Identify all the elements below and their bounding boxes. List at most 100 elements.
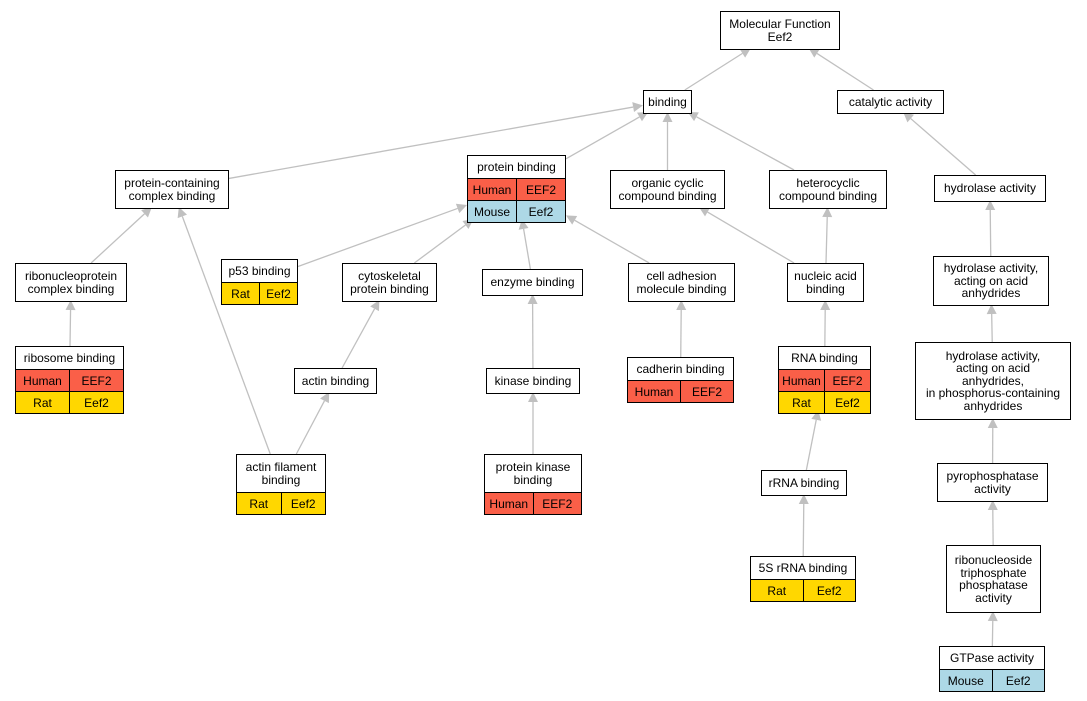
gene-cell: Eef2 — [991, 670, 1044, 691]
go-term-pyrophosphatase-activity[interactable]: pyrophosphatase activity — [937, 463, 1048, 502]
edge-ribosome-to-rnpcb — [69, 309, 72, 347]
edge-cytopb-to-pb — [413, 224, 466, 264]
go-term-nucleic-acid-binding[interactable]: nucleic acid binding — [787, 263, 864, 302]
go-term-actin-binding[interactable]: actin binding — [294, 368, 377, 394]
gene-cell: EEF2 — [69, 370, 123, 391]
go-term-heterocyclic-compound-binding[interactable]: heterocyclic compound binding — [769, 170, 887, 209]
term-label: ribonucleoprotein complex binding — [24, 269, 118, 296]
edge-actinfil-to-actin — [295, 400, 326, 455]
arrowhead — [798, 494, 809, 505]
go-term-rrna-binding[interactable]: rRNA binding — [761, 470, 847, 496]
arrowhead — [986, 304, 997, 315]
arrowhead — [676, 300, 687, 311]
edge-pcb-to-binding — [228, 106, 634, 180]
term-label: pyrophosphatase activity — [946, 469, 1039, 496]
arrowhead — [985, 200, 996, 211]
term-label: cytoskeletal protein binding — [350, 269, 429, 296]
term-label: 5S rRNA binding — [758, 560, 848, 575]
go-term-kinase-binding[interactable]: kinase binding — [486, 368, 580, 394]
arrowhead — [637, 112, 649, 122]
arrowhead — [739, 48, 751, 58]
term-label: protein-containing complex binding — [124, 176, 220, 203]
go-term-catalytic-activity[interactable]: catalytic activity — [837, 90, 944, 114]
term-label: Molecular Function Eef2 — [729, 17, 831, 44]
species-cell: Rat — [237, 493, 281, 514]
go-term-hydrolase-activity-acting-on-acid-anhydrides[interactable]: hydrolase activity, acting on acid anhyd… — [933, 256, 1049, 306]
gene-cell: EEF2 — [680, 381, 733, 402]
arrowhead — [987, 611, 998, 622]
arrowhead — [65, 300, 76, 311]
arrowhead — [820, 300, 831, 311]
edge-s5-to-rrna — [802, 503, 805, 557]
term-label: ribonucleoside triphosphate phosphatase … — [954, 553, 1033, 605]
gene-cell: EEF2 — [532, 493, 581, 514]
go-term-cytoskeletal-protein-binding[interactable]: cytoskeletal protein binding — [342, 263, 437, 302]
go-term-protein-containing-complex-binding[interactable]: protein-containing complex binding — [115, 170, 229, 209]
species-cell: Human — [468, 179, 516, 200]
term-label: actin filament binding — [245, 460, 317, 487]
arrowhead — [370, 300, 380, 312]
term-label: ribosome binding — [23, 350, 116, 365]
term-label: protein binding — [477, 159, 556, 174]
gene-cell: EEF2 — [516, 179, 565, 200]
edge-p53-to-pb — [297, 207, 458, 268]
gene-cell: Eef2 — [69, 392, 123, 413]
term-label: binding — [648, 94, 687, 109]
species-cell: Rat — [16, 392, 69, 413]
species-cell: Human — [628, 381, 680, 402]
arrowhead — [808, 48, 820, 58]
gene-cell: Eef2 — [259, 283, 297, 304]
go-term-ribonucleoprotein-complex-binding[interactable]: ribonucleoprotein complex binding — [15, 263, 127, 302]
term-label: enzyme binding — [490, 275, 575, 290]
term-label: hydrolase activity, acting on acid anhyd… — [943, 261, 1039, 301]
edge-rrna-to-rnab — [805, 419, 817, 471]
edge-rnpcb-to-pcb — [90, 213, 145, 264]
edge-binding-to-mf — [684, 52, 743, 91]
arrowhead — [698, 207, 711, 217]
term-label: hydrolase activity — [943, 181, 1037, 196]
edge-catalytic-to-mf — [816, 52, 874, 91]
arrowhead — [528, 392, 538, 402]
go-term-molecular-function-eef2[interactable]: Molecular Function Eef2 — [720, 11, 840, 50]
species-cell: Rat — [779, 392, 824, 413]
arrowhead — [687, 112, 699, 122]
go-term-cell-adhesion-molecule-binding[interactable]: cell adhesion molecule binding — [628, 263, 735, 302]
species-cell: Human — [485, 493, 533, 514]
go-term-ribonucleoside-triphosphate-phosphatase-activity[interactable]: ribonucleoside triphosphate phosphatase … — [946, 545, 1041, 613]
go-term-organic-cyclic-compound-binding[interactable]: organic cyclic compound binding — [610, 170, 725, 209]
arrowhead — [903, 112, 914, 123]
go-term-hydrolase-activity[interactable]: hydrolase activity — [934, 175, 1046, 202]
term-label: GTPase activity — [949, 650, 1035, 665]
term-label: nucleic acid binding — [794, 269, 857, 296]
species-cell: Mouse — [468, 201, 516, 222]
species-cell: Human — [779, 370, 824, 391]
term-label: p53 binding — [228, 263, 291, 278]
gene-cell: Eef2 — [516, 201, 565, 222]
gene-cell: Eef2 — [824, 392, 870, 413]
arrowhead — [527, 294, 538, 305]
edge-nab-to-occb — [707, 211, 795, 264]
edge-hydrophos-to-hydroacid — [991, 313, 993, 343]
go-term-binding[interactable]: binding — [643, 90, 692, 114]
go-term-hydrolase-activity-acting-on-acid-anhydrides-in-phosphorus-containing-anhydrides[interactable]: hydrolase activity, acting on acid anhyd… — [915, 342, 1071, 420]
go-term-enzyme-binding[interactable]: enzyme binding — [482, 269, 583, 296]
species-cell: Rat — [222, 283, 259, 304]
